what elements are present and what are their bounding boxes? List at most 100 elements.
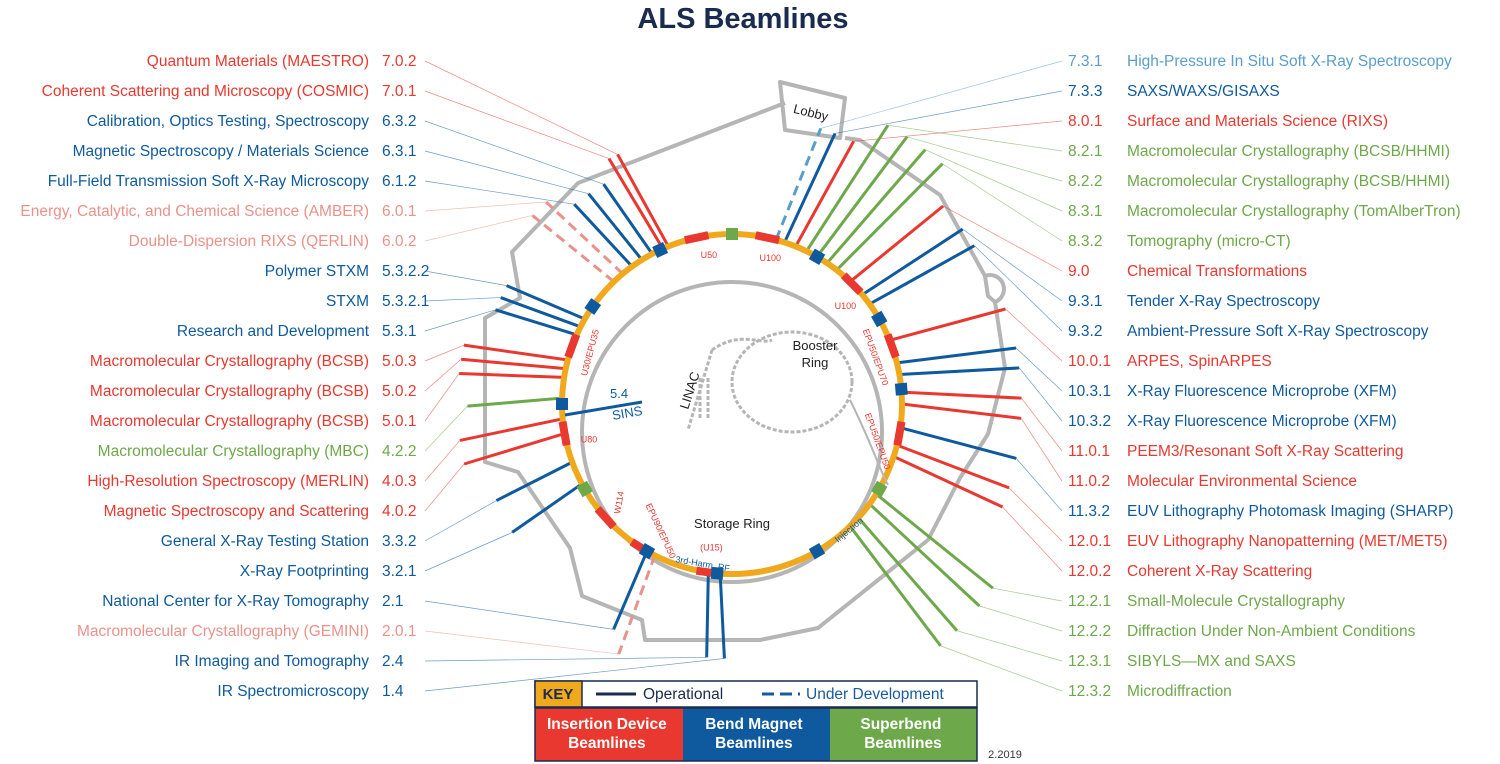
lobby-outline <box>778 80 847 140</box>
left-beamline-id: 3.2.1 <box>382 563 416 580</box>
left-beamline-id: 5.0.2 <box>382 383 416 400</box>
beamline-ray <box>889 307 1006 342</box>
beamline-ray <box>495 308 578 337</box>
leader-line <box>956 630 1063 662</box>
left-beamline-id: 2.1 <box>382 593 404 610</box>
beamline-ray <box>868 502 981 608</box>
beamline-ray <box>835 162 944 272</box>
beamline-ray <box>901 402 1022 420</box>
right-beamline-name: Macromolecular Crystallography (TomAlber… <box>1127 203 1461 220</box>
leader-line <box>424 215 533 242</box>
left-beamline-id: 2.0.1 <box>382 623 416 640</box>
beamline-ray <box>794 140 855 248</box>
beamline-ray <box>857 516 959 632</box>
right-beamline-id: 7.3.3 <box>1068 83 1102 100</box>
beamline-ray <box>815 135 909 258</box>
beamline-ray <box>705 572 710 658</box>
left-beamline-name: Double-Dispersion RIXS (QERLIN) <box>129 233 369 250</box>
leader-line <box>1002 506 1063 572</box>
left-beamline-id: 4.2.2 <box>382 443 416 460</box>
beamline-ray <box>899 426 1017 460</box>
leader-line <box>1005 308 1063 362</box>
right-beamline-id: 12.3.2 <box>1068 683 1111 700</box>
device-label: U100 <box>760 253 782 263</box>
leader-line <box>424 60 618 155</box>
right-beamline-id: 9.3.2 <box>1068 323 1102 340</box>
leader-line <box>1020 418 1063 482</box>
leader-line <box>943 205 1063 272</box>
bend-magnet <box>584 298 602 315</box>
left-beamline-id: 7.0.1 <box>382 83 416 100</box>
left-beamline-id: 5.3.2.1 <box>382 293 429 310</box>
insertion-device <box>564 333 581 359</box>
leader-line <box>942 163 1063 242</box>
beamline-ray <box>463 343 569 362</box>
right-beamline-id: 9.3.1 <box>1068 293 1102 310</box>
lobby-label: Lobby <box>792 101 830 124</box>
sins-label: SINS <box>611 403 644 423</box>
left-beamline-name: Macromolecular Crystallography (BCSB) <box>90 383 369 400</box>
right-beamline-id: 8.3.2 <box>1068 233 1102 250</box>
leader-line <box>906 136 1063 182</box>
insertion-device <box>684 231 710 245</box>
beamline-ray <box>783 132 837 243</box>
beamline-ray <box>467 396 563 408</box>
sins-number-label: 5.4 <box>610 386 628 401</box>
beamline-ray <box>861 227 964 296</box>
leader-line <box>992 587 1063 602</box>
leader-line <box>1015 347 1063 392</box>
right-beamline-name: Diffraction Under Non-Ambient Conditions <box>1127 623 1416 640</box>
right-beamline-name: Tender X-Ray Spectroscopy <box>1127 293 1320 310</box>
left-beamline-id: 5.3.2.2 <box>382 263 429 280</box>
beamline-ray <box>868 244 976 306</box>
beamline-ray <box>901 390 1022 400</box>
left-beamline-id: 6.0.2 <box>382 233 416 250</box>
key-operational: Operational <box>643 686 723 703</box>
leader-line <box>1016 458 1063 512</box>
leader-line <box>424 373 460 422</box>
left-beamline-name: High-Resolution Spectroscopy (MERLIN) <box>87 473 369 490</box>
leader-line <box>979 605 1063 632</box>
beamline-ray <box>461 357 566 371</box>
beamline-ray <box>893 455 1004 509</box>
leader-line <box>424 463 465 512</box>
beamline-ray <box>718 573 726 659</box>
left-beamline-id: 2.4 <box>382 653 404 670</box>
key-superbend-2: Beamlines <box>864 735 942 752</box>
left-beamline-id: 5.3.1 <box>382 323 416 340</box>
right-beamline-id: 9.0 <box>1068 263 1090 280</box>
bend-magnet <box>556 398 568 410</box>
diagram-title: ALS Beamlines <box>637 3 848 35</box>
right-beamline-id: 10.3.1 <box>1068 383 1111 400</box>
beamline-ray <box>607 157 665 250</box>
booster-ring-label: Booster <box>793 338 838 353</box>
sins-beam <box>564 400 643 417</box>
leader-line <box>1021 397 1063 452</box>
beamline-ray <box>587 192 644 261</box>
right-beamline-id: 10.3.2 <box>1068 413 1111 430</box>
key-insertion-1: Insertion Device <box>547 716 667 733</box>
ring-parts <box>556 228 908 580</box>
left-beamline-name: Research and Development <box>177 323 370 340</box>
right-beamline-name: PEEM3/Resonant Soft X-Ray Scattering <box>1127 443 1404 460</box>
right-beamline-id: 8.3.1 <box>1068 203 1102 220</box>
left-beamline-name: Coherent Scattering and Microscopy (COSM… <box>42 83 369 100</box>
leader-line <box>424 630 619 655</box>
left-beamline-name: Quantum Materials (MAESTRO) <box>147 53 369 70</box>
left-beamline-name: National Center for X-Ray Tomography <box>102 593 369 610</box>
leader-line <box>424 658 725 692</box>
leader-lines <box>424 60 1063 692</box>
left-beamline-name: Energy, Catalytic, and Chemical Science … <box>20 203 369 220</box>
right-beamline-name: Ambient-Pressure Soft X-Ray Spectroscopy <box>1127 323 1429 340</box>
beamline-ray <box>531 214 615 283</box>
beamline-ray <box>602 183 654 255</box>
storage-ring-label: Storage Ring <box>694 516 770 531</box>
left-beamline-id: 6.0.1 <box>382 203 416 220</box>
bend-magnet <box>638 543 656 560</box>
left-beamline-id: 3.3.2 <box>382 533 416 550</box>
right-beamline-name: Small-Molecule Crystallography <box>1127 593 1345 610</box>
beamline-ray <box>899 366 1020 376</box>
leader-line <box>1018 367 1063 422</box>
leader-line <box>424 297 501 302</box>
